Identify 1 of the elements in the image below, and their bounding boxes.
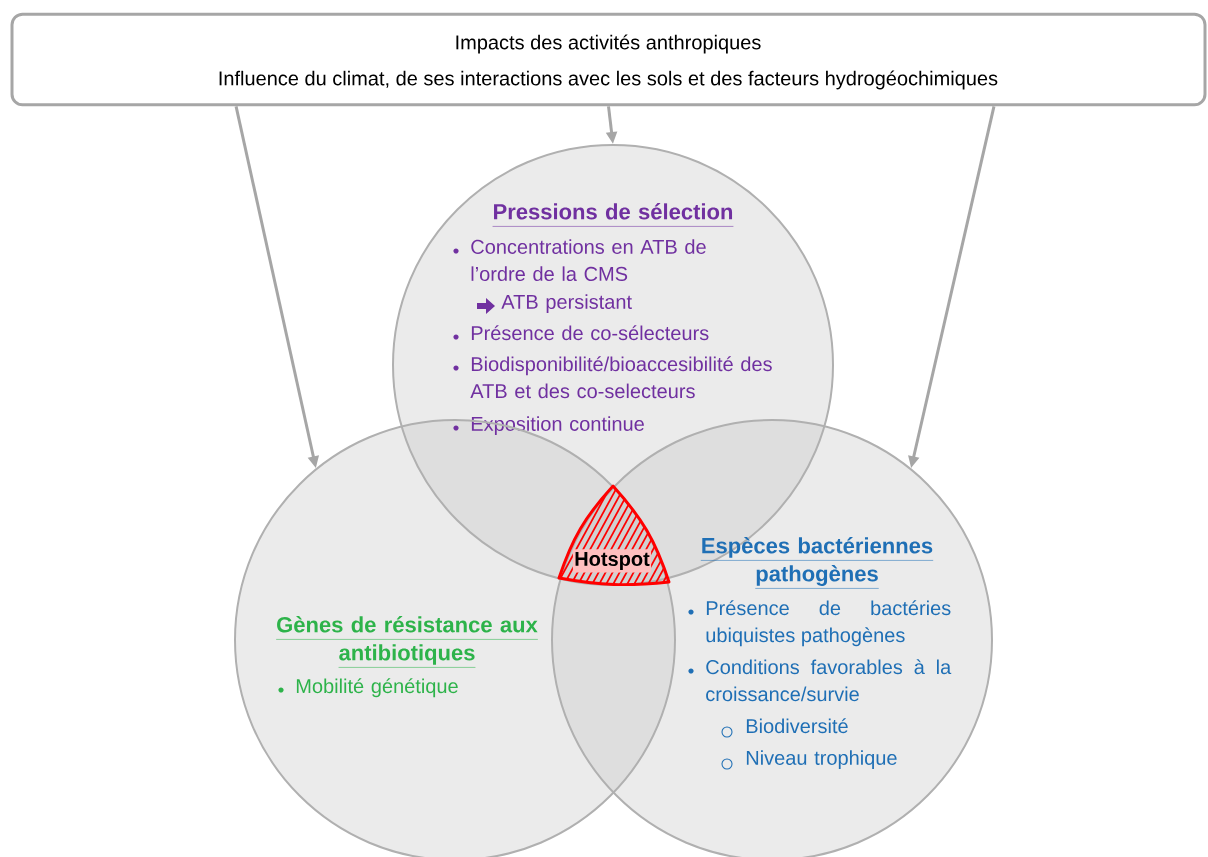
header-box: Impacts des activités anthropiques Influence du climat, de ses interactions avec les sols et des facteurs hydrogéochimiques <box>10 12 1207 107</box>
